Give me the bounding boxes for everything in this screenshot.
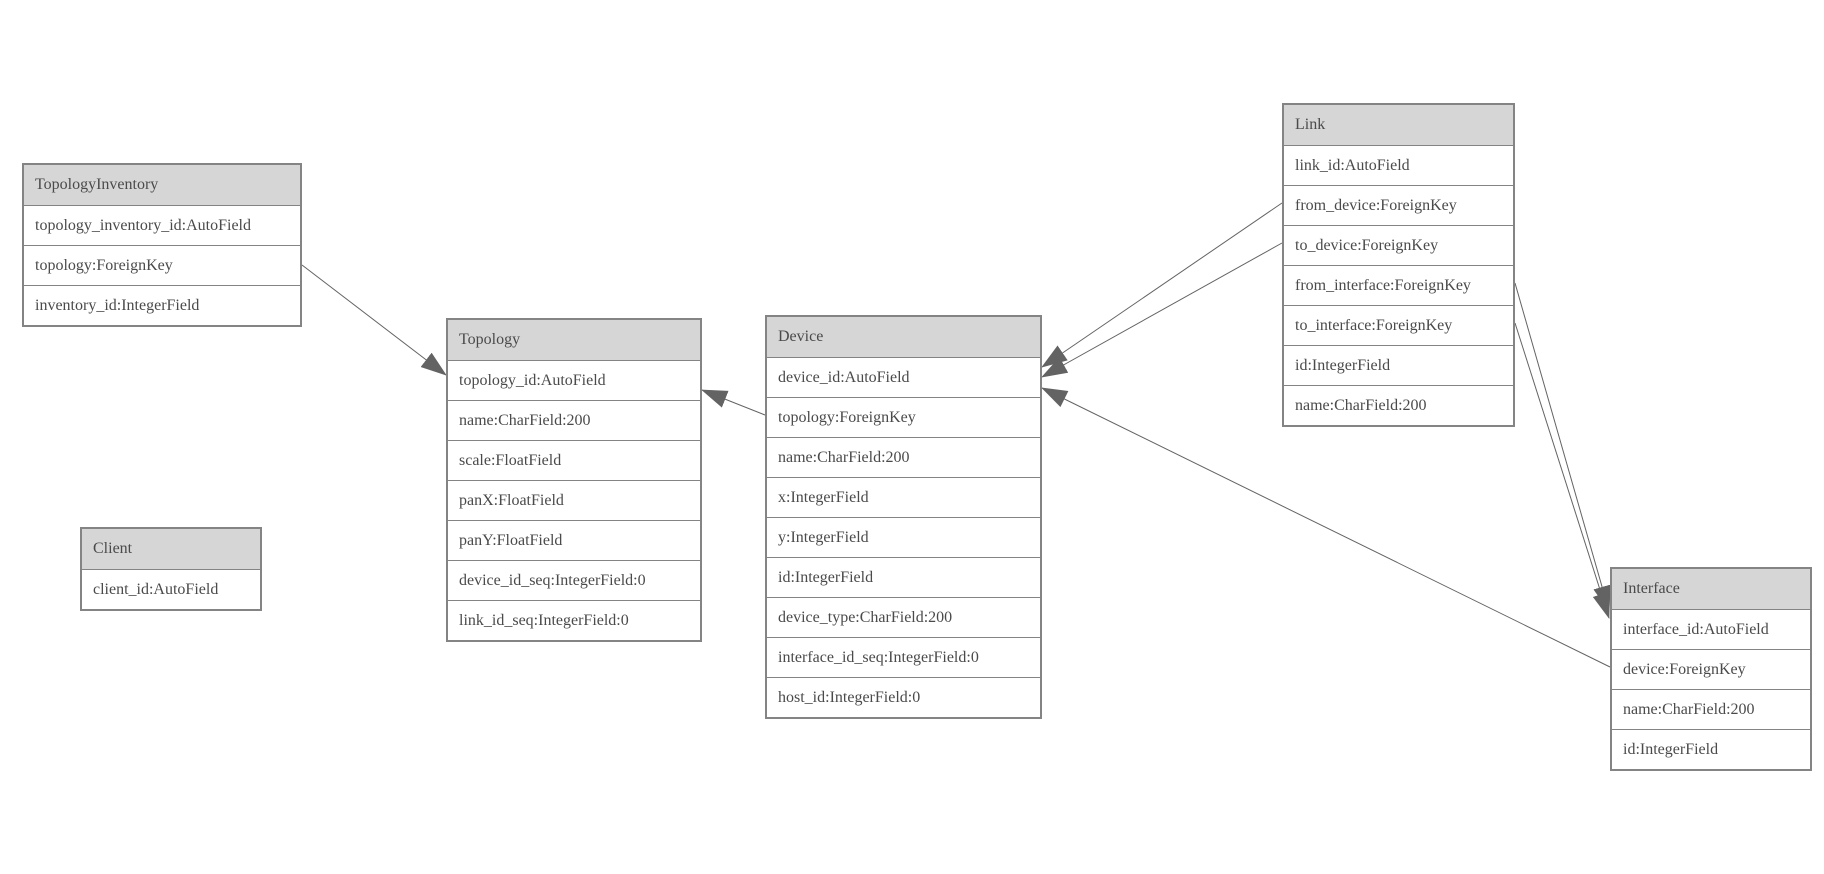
- entity-link-field-1: from_device:ForeignKey: [1284, 185, 1513, 225]
- entity-topology-inventory-title: TopologyInventory: [24, 165, 300, 205]
- entity-interface-field-0: interface_id:AutoField: [1612, 609, 1810, 649]
- entity-topology-field-5: device_id_seq:IntegerField:0: [448, 560, 700, 600]
- entity-topology-field-1: name:CharField:200: [448, 400, 700, 440]
- entity-topology-inventory-field-0: topology_inventory_id:AutoField: [24, 205, 300, 245]
- entity-topology-field-4: panY:FloatField: [448, 520, 700, 560]
- entity-device-field-1: topology:ForeignKey: [767, 397, 1040, 437]
- entity-topology-field-2: scale:FloatField: [448, 440, 700, 480]
- entity-device-field-8: host_id:IntegerField:0: [767, 677, 1040, 717]
- entity-interface-field-2: name:CharField:200: [1612, 689, 1810, 729]
- entity-link-field-6: name:CharField:200: [1284, 385, 1513, 425]
- entity-interface-title: Interface: [1612, 569, 1810, 609]
- entity-link-field-4: to_interface:ForeignKey: [1284, 305, 1513, 345]
- entity-topology-inventory-field-1: topology:ForeignKey: [24, 245, 300, 285]
- entity-topology-title: Topology: [448, 320, 700, 360]
- entity-link-title: Link: [1284, 105, 1513, 145]
- entity-device-field-7: interface_id_seq:IntegerField:0: [767, 637, 1040, 677]
- entity-device-field-4: y:IntegerField: [767, 517, 1040, 557]
- entity-interface-field-1: device:ForeignKey: [1612, 649, 1810, 689]
- entity-device-field-6: device_type:CharField:200: [767, 597, 1040, 637]
- entity-topology-field-6: link_id_seq:IntegerField:0: [448, 600, 700, 640]
- entity-interface-field-3: id:IntegerField: [1612, 729, 1810, 769]
- entity-link-field-0: link_id:AutoField: [1284, 145, 1513, 185]
- entity-topology-field-3: panX:FloatField: [448, 480, 700, 520]
- entity-device-field-2: name:CharField:200: [767, 437, 1040, 477]
- entity-link-field-5: id:IntegerField: [1284, 345, 1513, 385]
- entity-link-field-2: to_device:ForeignKey: [1284, 225, 1513, 265]
- entity-device-field-3: x:IntegerField: [767, 477, 1040, 517]
- entity-client-title: Client: [82, 529, 260, 569]
- entity-device-field-0: device_id:AutoField: [767, 357, 1040, 397]
- entity-device-title: Device: [767, 317, 1040, 357]
- entity-topology-inventory-field-2: inventory_id:IntegerField: [24, 285, 300, 325]
- entity-client-field-0: client_id:AutoField: [82, 569, 260, 609]
- entity-link-field-3: from_interface:ForeignKey: [1284, 265, 1513, 305]
- entity-device-field-5: id:IntegerField: [767, 557, 1040, 597]
- entity-topology-field-0: topology_id:AutoField: [448, 360, 700, 400]
